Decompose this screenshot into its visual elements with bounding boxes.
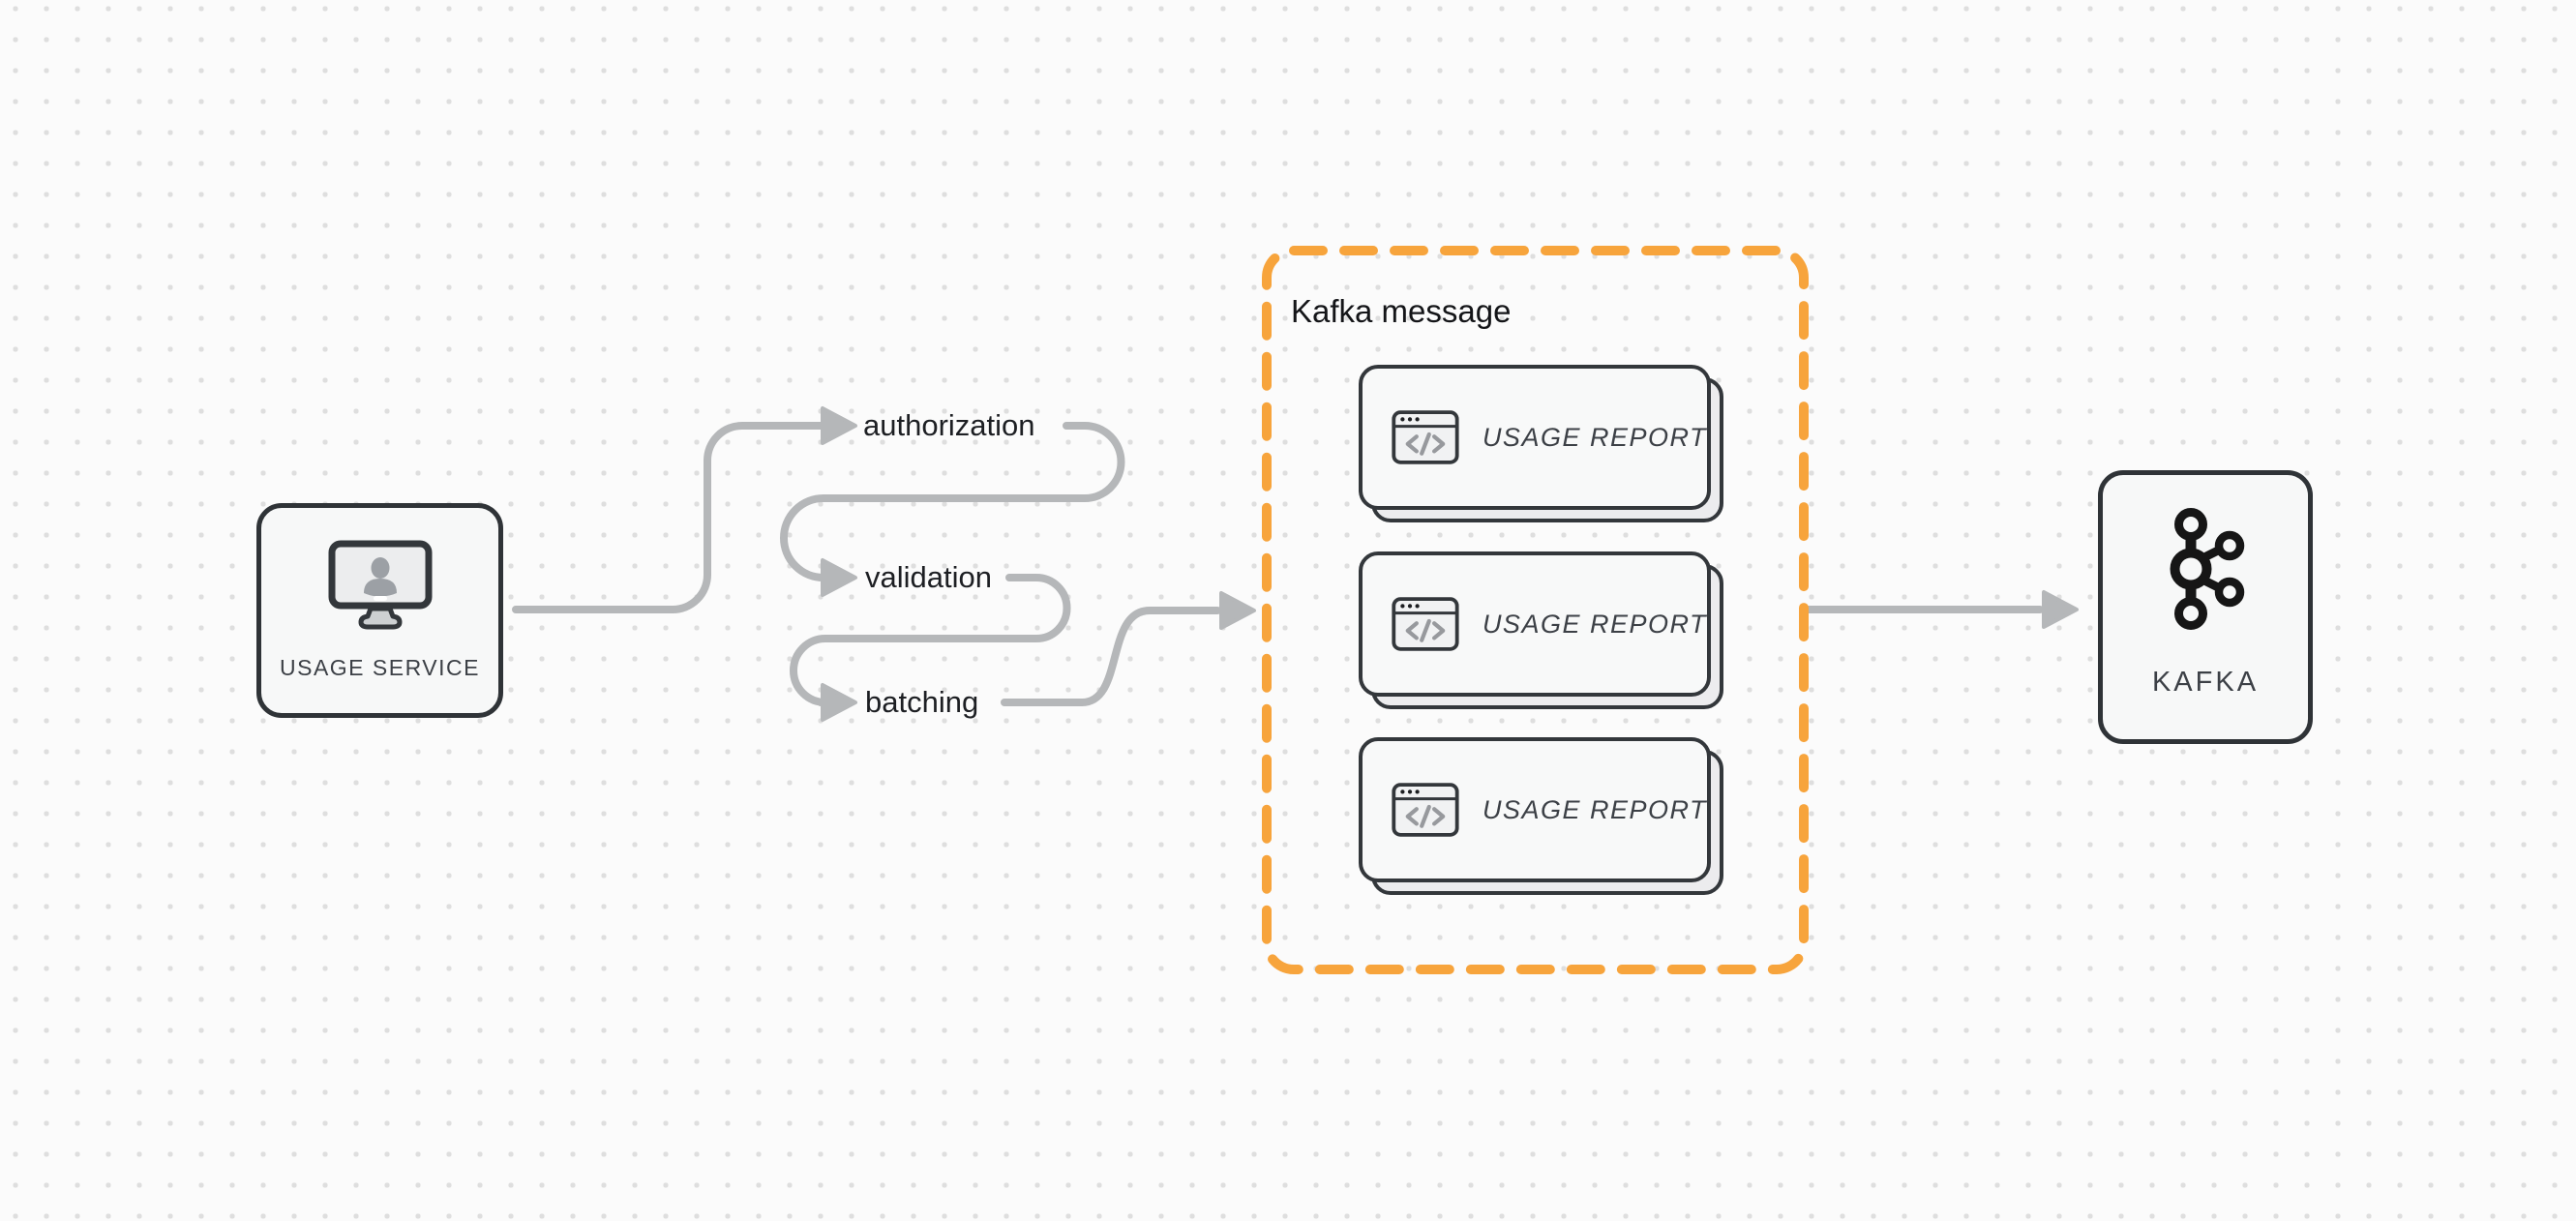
kafka-label: KAFKA	[2151, 667, 2260, 698]
monitor-user-icon	[328, 540, 432, 630]
connector-batching-to-group	[1001, 607, 1221, 706]
step-authorization: authorization	[863, 408, 1035, 442]
arrowhead-authorization	[821, 406, 857, 445]
connector-validation-to-batching	[790, 574, 1071, 706]
browser-code-icon	[1392, 783, 1459, 837]
usage-report-card: USAGE REPORT	[1359, 365, 1723, 522]
arrowhead-into-group	[1219, 591, 1256, 630]
usage-service-label: USAGE SERVICE	[280, 655, 480, 680]
step-validation: validation	[865, 560, 992, 594]
usage-service-node: USAGE SERVICE	[256, 503, 503, 718]
card-front: USAGE REPORT	[1359, 737, 1711, 882]
step-batching: batching	[865, 685, 979, 719]
connector-service-to-authorization	[512, 422, 824, 613]
card-front: USAGE REPORT	[1359, 365, 1711, 510]
card-front: USAGE REPORT	[1359, 551, 1711, 697]
kafka-logo-icon	[2170, 508, 2245, 630]
arrowhead-into-kafka	[2042, 590, 2079, 629]
arrowhead-batching	[821, 683, 857, 722]
usage-report-label: USAGE REPORT	[1482, 609, 1707, 639]
usage-report-label: USAGE REPORT	[1482, 794, 1707, 824]
usage-report-label: USAGE REPORT	[1482, 422, 1707, 452]
kafka-message-group-border	[1262, 246, 1809, 974]
kafka-node: KAFKA	[2098, 470, 2313, 744]
browser-code-icon	[1392, 597, 1459, 651]
browser-code-icon	[1392, 410, 1459, 464]
connector-authorization-to-validation	[780, 422, 1125, 581]
usage-report-card: USAGE REPORT	[1359, 551, 1723, 709]
usage-report-card: USAGE REPORT	[1359, 737, 1723, 895]
arrowhead-validation	[821, 558, 857, 597]
kafka-message-group-title: Kafka message	[1291, 293, 1512, 329]
